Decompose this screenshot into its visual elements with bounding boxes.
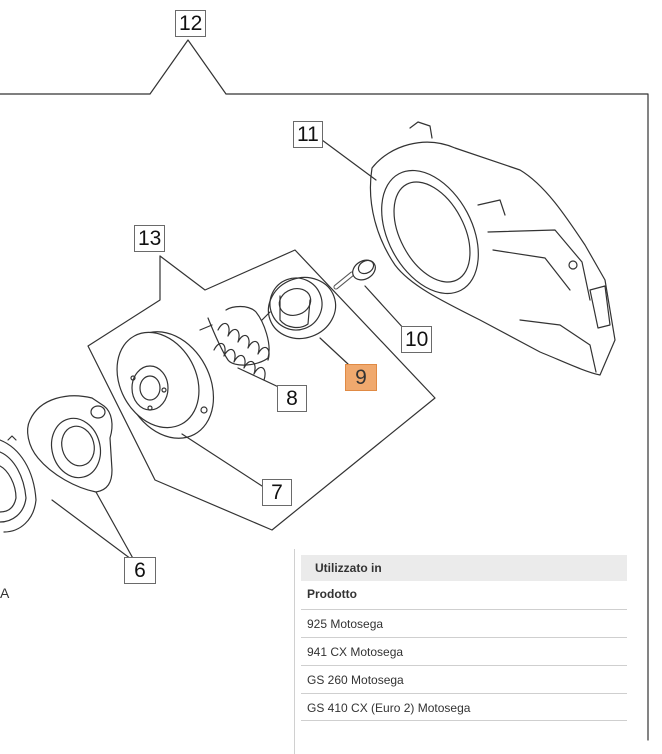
leader-6a — [51, 499, 136, 563]
edge-letter: A — [0, 585, 10, 601]
part-6-housing — [0, 395, 113, 533]
table-row[interactable]: 941 CX Motosega — [301, 637, 627, 665]
used-in-panel: Utilizzato in Prodotto 925 Motosega 941 … — [294, 549, 631, 754]
leader-9 — [319, 337, 349, 365]
table-row[interactable]: 925 Motosega — [301, 609, 627, 637]
leader-11 — [321, 139, 377, 181]
column-header-product: Prodotto — [307, 587, 357, 601]
callout-13[interactable]: 13 — [134, 225, 166, 252]
callout-7[interactable]: 7 — [262, 479, 292, 506]
table-row[interactable]: GS 260 Motosega — [301, 665, 627, 693]
leader-10 — [364, 285, 406, 331]
callout-11[interactable]: 11 — [293, 121, 323, 148]
callout-12[interactable]: 12 — [175, 10, 207, 37]
leader-7 — [181, 433, 263, 487]
part-10-screw — [333, 259, 376, 290]
callout-9-highlighted[interactable]: 9 — [345, 364, 377, 391]
part-9-bushing — [267, 276, 337, 340]
callout-8[interactable]: 8 — [277, 385, 307, 412]
group-13-bracket — [87, 249, 436, 531]
part-8-spring — [199, 305, 271, 381]
group-12-bracket — [0, 39, 649, 741]
part-11-cover — [369, 121, 616, 376]
table-row[interactable]: GS 410 CX (Euro 2) Motosega — [301, 693, 627, 721]
callout-6[interactable]: 6 — [124, 557, 156, 584]
callout-10[interactable]: 10 — [401, 326, 433, 353]
used-in-title: Utilizzato in — [301, 555, 627, 581]
part-7-drum — [116, 331, 215, 439]
leader-6b — [95, 491, 136, 563]
